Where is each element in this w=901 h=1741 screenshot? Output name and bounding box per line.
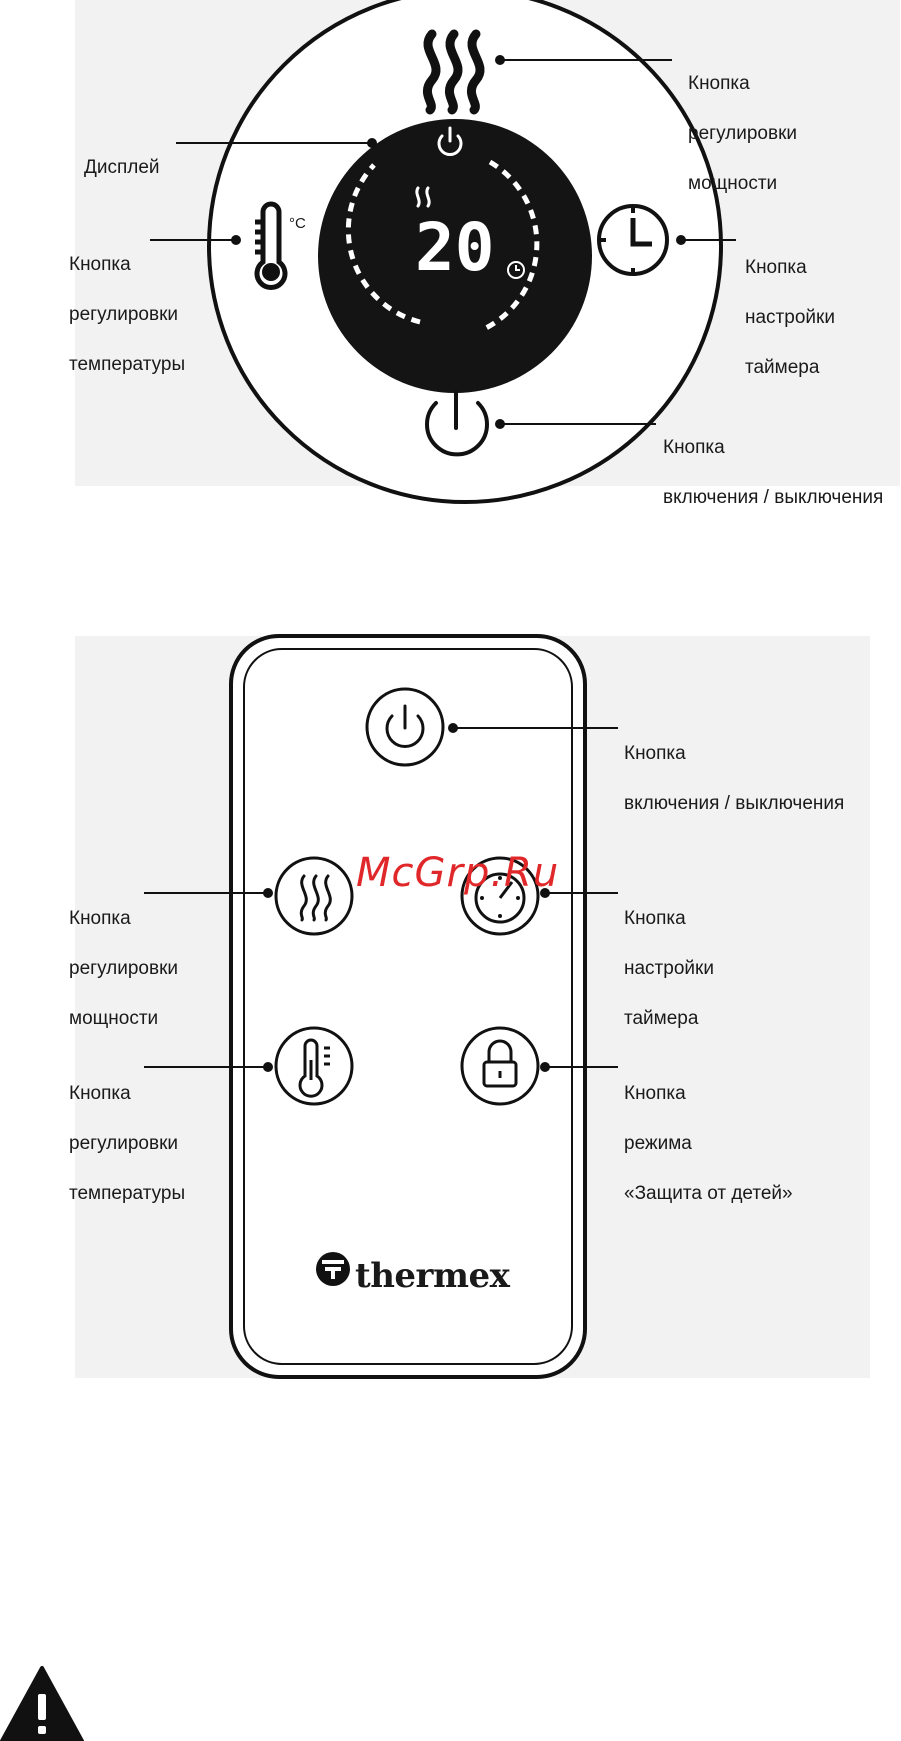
- lock-icon: [482, 1039, 518, 1088]
- display-temperature: 20: [415, 209, 494, 286]
- thermex-logo-icon: [316, 1252, 350, 1286]
- label-top-power-level: Кнопка регулировки мощности: [688, 73, 797, 194]
- power-icon: [425, 390, 489, 457]
- label-top-temperature: Кнопка регулировки температуры: [69, 254, 186, 375]
- brand-logo-text: thermex: [355, 1256, 510, 1296]
- clock-icon: [597, 204, 669, 276]
- remote-timer-button: [460, 856, 540, 936]
- display-heat-icon: [415, 186, 431, 208]
- watermark: McGrp.Ru: [356, 850, 560, 896]
- label-remote-timer: Кнопка настройки таймера: [624, 908, 714, 1029]
- heat-waves-icon: [422, 29, 485, 115]
- label-display: Дисплей: [84, 157, 160, 178]
- display-screen: [318, 119, 592, 393]
- label-remote-child-lock: Кнопка режима «Защита от детей»: [624, 1083, 793, 1204]
- display-arc: [345, 159, 540, 333]
- remote-inner-outline: [243, 648, 573, 1365]
- thermometer-icon: [254, 201, 288, 290]
- label-remote-temperature: Кнопка регулировки температуры: [69, 1083, 186, 1204]
- label-top-onoff: Кнопка включения / выключения: [663, 437, 884, 508]
- remote-lock-button: [460, 1026, 540, 1106]
- warning-icon: [0, 1666, 84, 1741]
- label-top-timer: Кнопка настройки таймера: [745, 257, 835, 378]
- remote-temperature-button: [274, 1026, 354, 1106]
- unit-celsius: °C: [289, 215, 306, 232]
- remote-power-level-button: [274, 856, 354, 936]
- remote-body: [229, 634, 587, 1379]
- remote-power-button: [365, 687, 445, 767]
- label-remote-onoff: Кнопка включения / выключения: [624, 743, 845, 814]
- display-clock-icon: [507, 261, 525, 279]
- label-remote-power-level: Кнопка регулировки мощности: [69, 908, 178, 1029]
- display-power-icon: [437, 126, 463, 156]
